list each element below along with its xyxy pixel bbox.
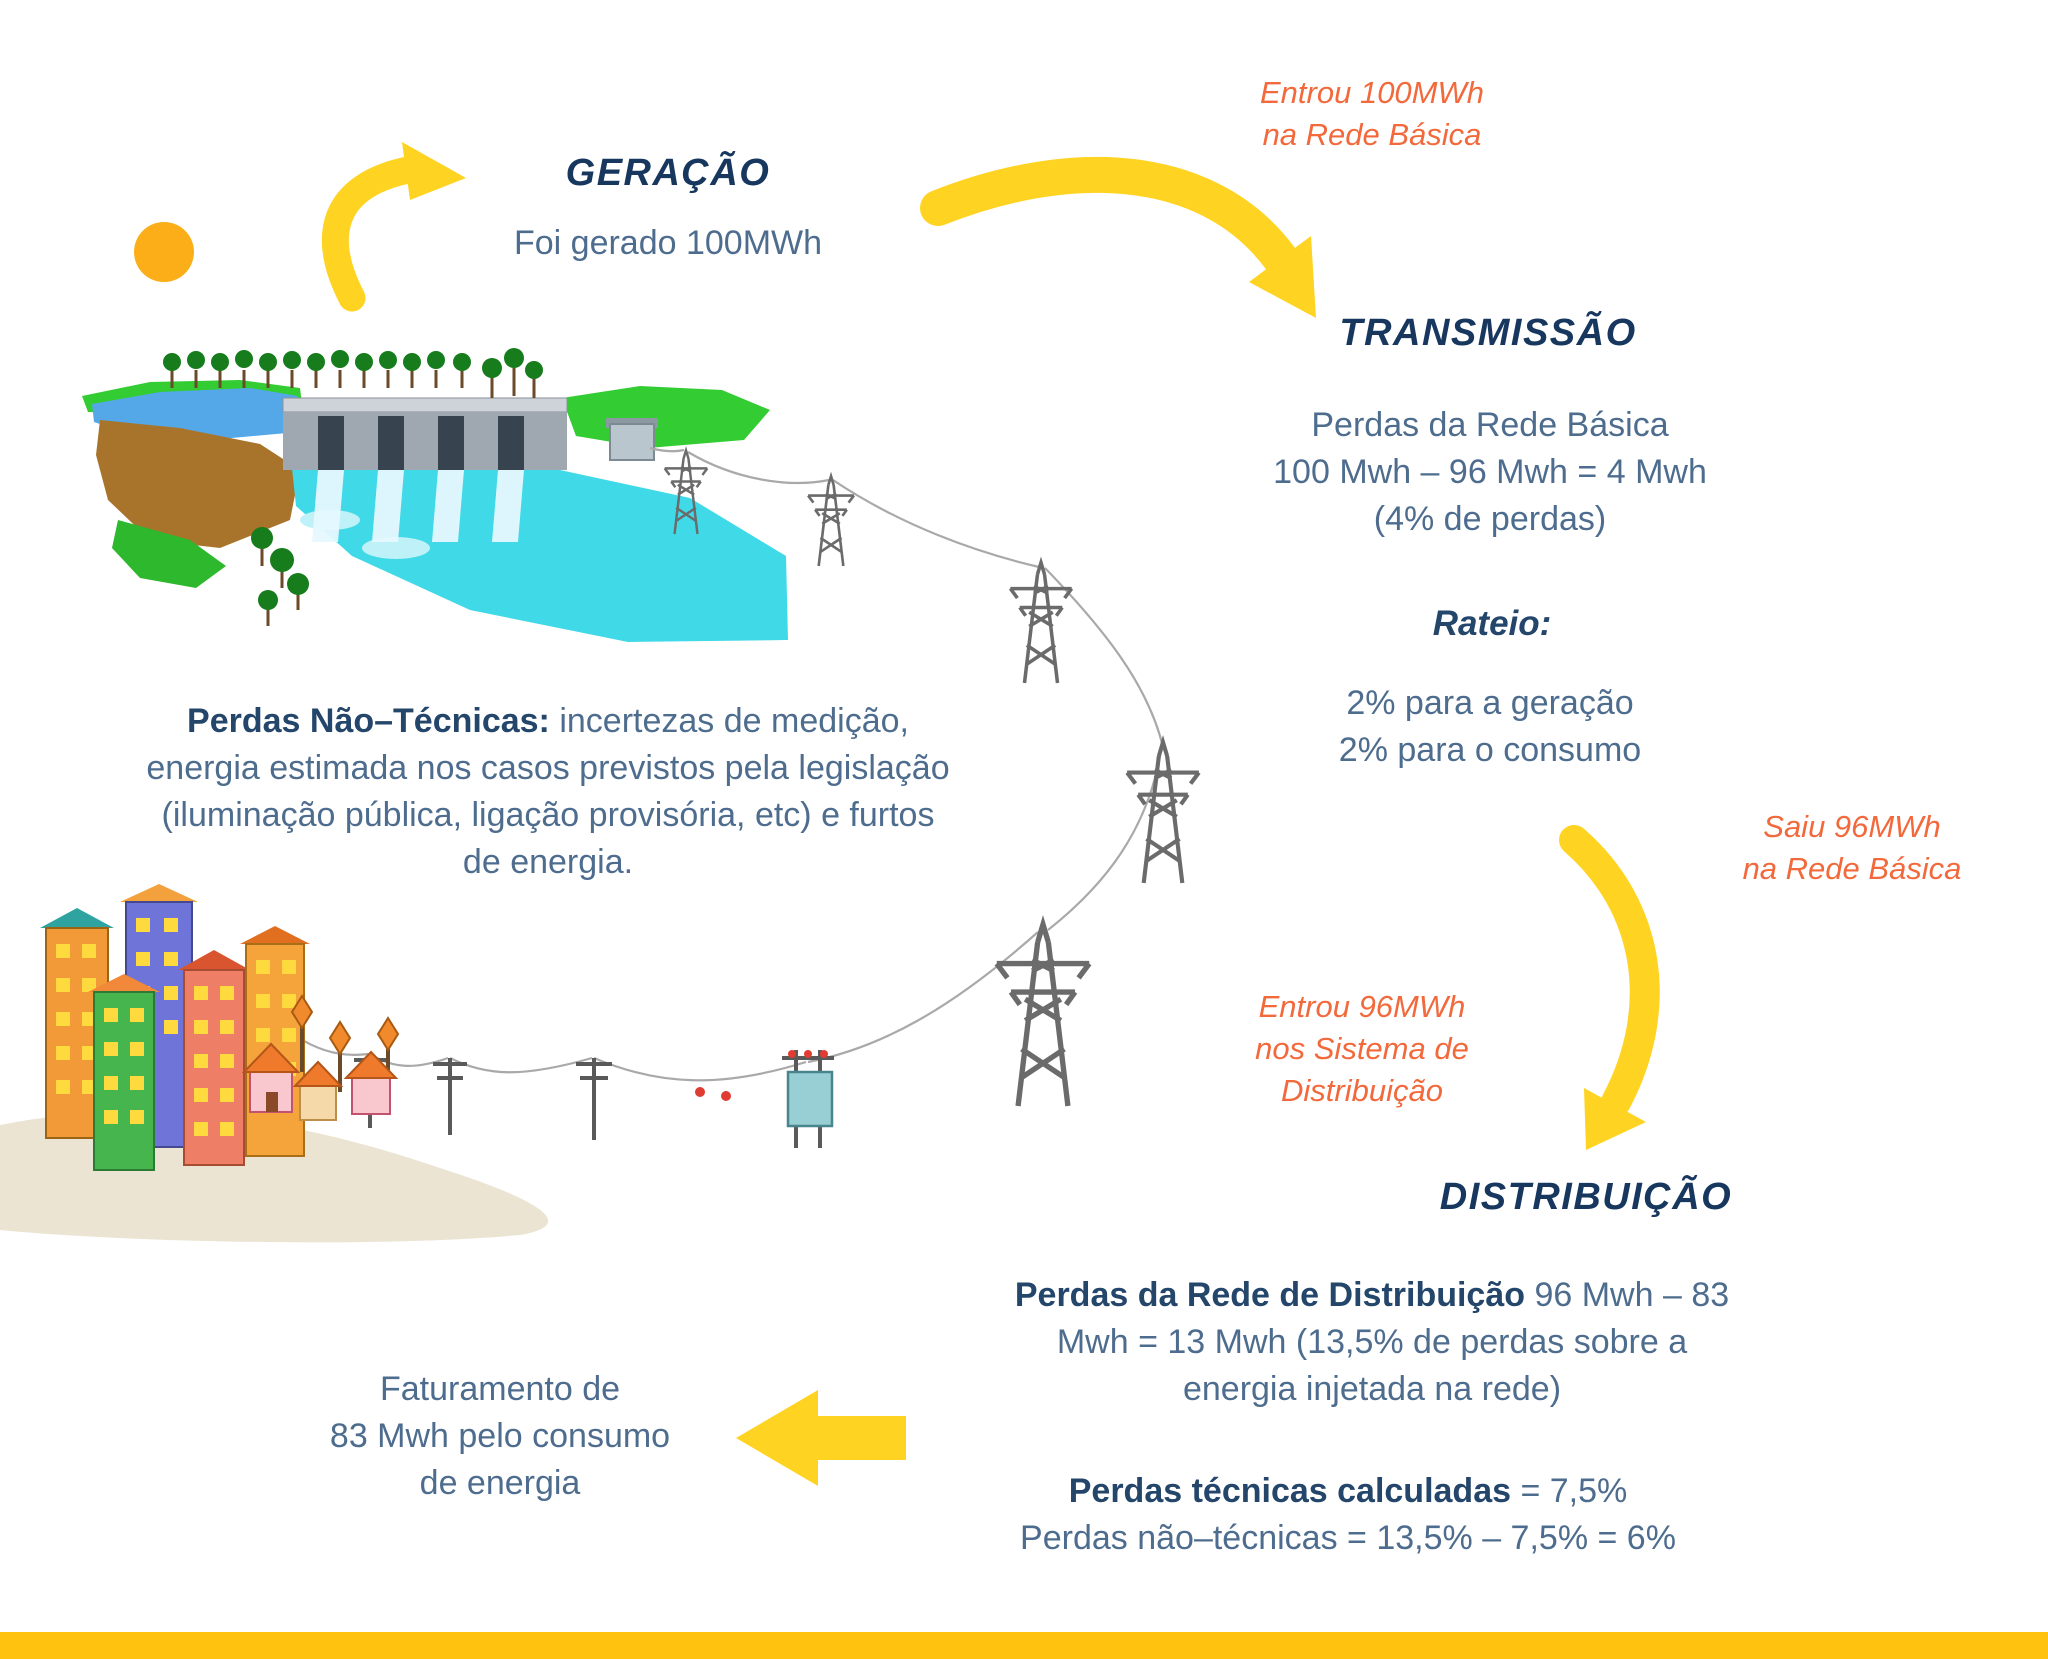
non-technical-line4: de energia. <box>462 843 634 881</box>
flow-arrow-billing <box>736 1390 906 1486</box>
label-entrou-distribuicao-line1: Entrou 96MWh <box>1258 989 1466 1024</box>
non-technical-line1: Perdas Não–Técnicas: incertezas de mediç… <box>146 698 949 745</box>
flow-arrow-generation <box>321 142 466 312</box>
label-entrou-distribuicao-line3: Distribuição <box>1281 1073 1443 1108</box>
technical-losses-line1: Perdas técnicas calculadas = 7,5% <box>1020 1468 1676 1515</box>
transmission-title: TRANSMISSÃO <box>1339 312 1637 354</box>
distribution-loss-line3: energia injetada na rede) <box>1182 1370 1562 1408</box>
houses-and-lamps <box>241 994 400 1121</box>
non-technical-line1-rest: incertezas de medição, <box>549 702 909 740</box>
distribution-losses: Perdas da Rede de Distribuição 96 Mwh – … <box>1015 1272 1729 1413</box>
distribution-title: DISTRIBUIÇÃO <box>1439 1176 1733 1218</box>
label-entrou-rede-basica-line2: na Rede Básica <box>1262 117 1482 152</box>
billing-note: Faturamento de 83 Mwh pelo consumo de en… <box>330 1366 670 1507</box>
transmission-loss-line1: Perdas da Rede Básica <box>1311 406 1669 444</box>
rateio-title: Rateio: <box>1432 604 1552 643</box>
bottom-accent-bar <box>0 1632 2048 1659</box>
dam-illustration <box>82 348 788 642</box>
generation-title: GERAÇÃO <box>565 152 771 194</box>
transmission-tower-icon <box>997 924 1090 1106</box>
power-lines <box>295 446 1165 1082</box>
tree-canopies <box>163 348 543 610</box>
label-saiu-rede-basica-line2: na Rede Básica <box>1742 851 1962 886</box>
label-entrou-rede-basica-line1: Entrou 100MWh <box>1260 75 1484 110</box>
tree-trunks <box>170 368 536 626</box>
transmission-tower-icon <box>1008 560 1074 685</box>
distribution-loss-line2: Mwh = 13 Mwh (13,5% de perdas sobre a <box>1056 1323 1688 1361</box>
billing-line2: 83 Mwh pelo consumo <box>329 1417 671 1455</box>
flow-arrow-to-transmission <box>920 156 1316 318</box>
technical-losses-rest: = 7,5% <box>1511 1472 1628 1510</box>
non-technical-line3: (iluminação pública, ligação provisória,… <box>161 796 935 834</box>
flow-arrow-to-distribution <box>1559 825 1660 1150</box>
rateio-lines: 2% para a geração 2% para o consumo <box>1339 680 1641 774</box>
technical-losses-line2: Perdas não–técnicas = 13,5% – 7,5% = 6% <box>1020 1519 1676 1557</box>
label-entrou-rede-basica: Entrou 100MWh na Rede Básica <box>1260 72 1484 156</box>
billing-line3: de energia <box>419 1464 581 1502</box>
technical-losses-bold: Perdas técnicas calculadas <box>1068 1472 1512 1510</box>
distribution-loss-rest: 96 Mwh – 83 <box>1525 1276 1730 1314</box>
distribution-loss-bold: Perdas da Rede de Distribuição <box>1014 1276 1526 1314</box>
label-entrou-distribuicao-line2: nos Sistema de <box>1255 1031 1469 1066</box>
distribution-loss-line1: Perdas da Rede de Distribuição 96 Mwh – … <box>1015 1272 1729 1319</box>
transmission-losses: Perdas da Rede Básica 100 Mwh – 96 Mwh =… <box>1273 402 1707 543</box>
label-saiu-rede-basica-line1: Saiu 96MWh <box>1763 809 1941 844</box>
transmission-tower-icon <box>1127 742 1199 883</box>
non-technical-bold: Perdas Não–Técnicas: <box>187 702 550 740</box>
label-entrou-distribuicao: Entrou 96MWh nos Sistema de Distribuição <box>1255 986 1469 1112</box>
technical-losses: Perdas técnicas calculadas = 7,5% Perdas… <box>1020 1468 1676 1562</box>
non-technical-note: Perdas Não–Técnicas: incertezas de mediç… <box>146 698 949 886</box>
billing-line1: Faturamento de <box>379 1370 621 1408</box>
non-technical-line2: energia estimada nos casos previstos pel… <box>146 749 950 787</box>
transmission-loss-line3: (4% de perdas) <box>1373 500 1607 538</box>
utility-poles <box>354 1054 612 1140</box>
transformer-icon <box>695 1050 834 1148</box>
rateio-line2: 2% para o consumo <box>1338 731 1642 769</box>
transmission-loss-line2: 100 Mwh – 96 Mwh = 4 Mwh <box>1273 453 1707 491</box>
rateio-line1: 2% para a geração <box>1346 684 1634 722</box>
sun-icon <box>134 222 194 282</box>
city-illustration <box>40 884 310 1171</box>
label-saiu-rede-basica: Saiu 96MWh na Rede Básica <box>1743 806 1962 890</box>
generation-subtitle: Foi gerado 100MWh <box>513 224 823 262</box>
